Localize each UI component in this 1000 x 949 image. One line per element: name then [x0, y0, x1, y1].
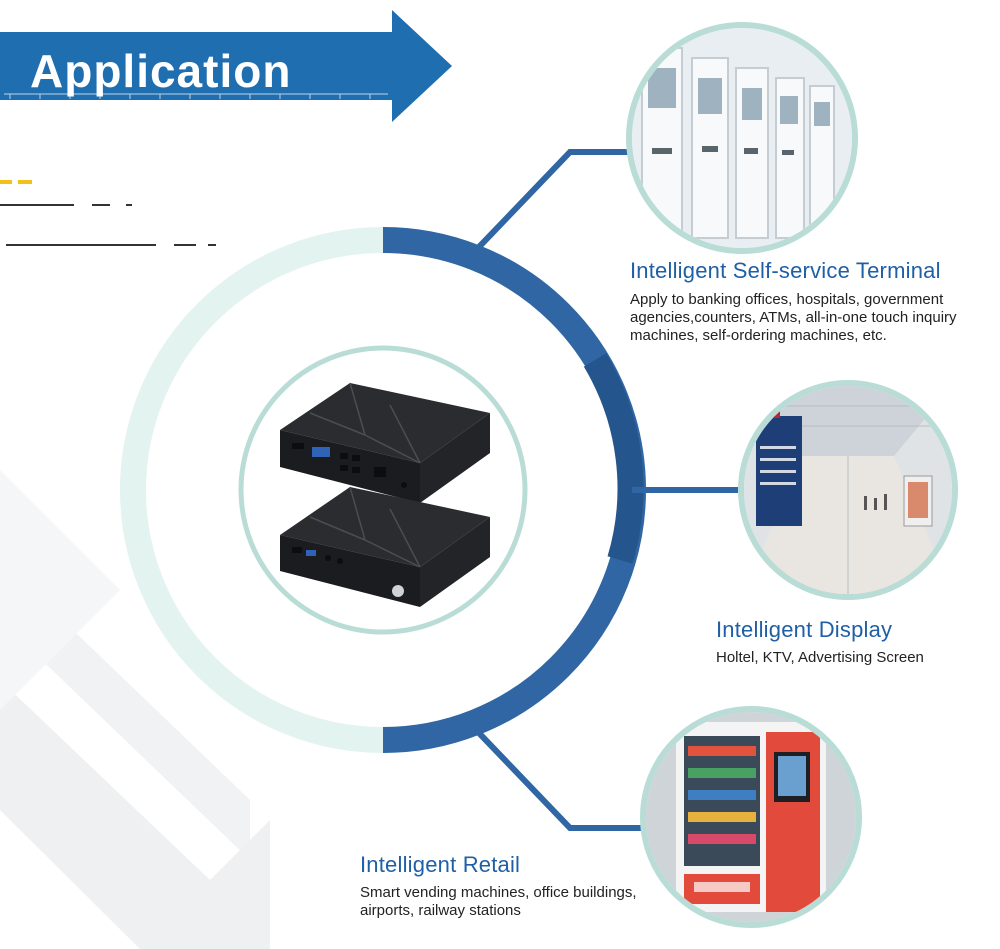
self-service-terminal-photo	[626, 22, 858, 254]
app-desc-line: Holtel, KTV, Advertising Screen	[716, 649, 924, 666]
app-title-self-service-terminal: Intelligent Self-service Terminal	[630, 258, 941, 283]
mini-pc-illustration	[280, 382, 490, 607]
app-title-intelligent-display: Intelligent Display	[716, 617, 893, 642]
decorative-dashes	[0, 180, 216, 246]
intelligent-display-photo	[738, 380, 958, 600]
page-title: Application	[30, 45, 292, 97]
app-desc-line: airports, railway stations	[360, 902, 521, 919]
app-desc-line: Smart vending machines, office buildings…	[360, 884, 637, 901]
connector-top	[475, 149, 630, 251]
intelligent-retail-photo	[640, 706, 862, 928]
banner-arrow-shape	[0, 10, 452, 122]
connector-bottom	[475, 729, 648, 831]
app-desc-intelligent-retail: Smart vending machines, office buildings…	[360, 884, 637, 920]
app-desc-intelligent-display: Holtel, KTV, Advertising Screen	[716, 649, 924, 667]
app-desc-line: machines, self-ordering machines, etc.	[630, 327, 887, 344]
app-title-intelligent-retail: Intelligent Retail	[360, 852, 521, 877]
app-desc-self-service-terminal: Apply to banking offices, hospitals, gov…	[630, 291, 957, 345]
app-desc-line: agencies,counters, ATMs, all-in-one touc…	[630, 309, 957, 326]
header-banner: Application	[0, 10, 452, 122]
app-desc-line: Apply to banking offices, hospitals, gov…	[630, 291, 944, 308]
